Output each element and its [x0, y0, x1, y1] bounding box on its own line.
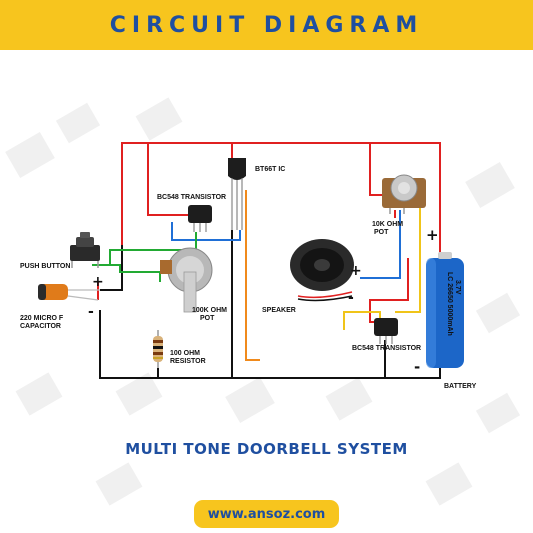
diagram-subtitle: MULTI TONE DOORBELL SYSTEM: [125, 440, 408, 458]
speaker-component: [290, 239, 354, 291]
speaker-label: SPEAKER: [262, 307, 296, 314]
pot-100k-component: [160, 247, 213, 313]
pot-10k-label-1: 10K OHM: [372, 221, 403, 228]
battery-component: LC 26650 5000mAh 3.7V: [426, 252, 464, 368]
speaker-minus-sign: -: [348, 290, 354, 306]
ic-component: [228, 158, 246, 230]
battery-plus-sign: +: [426, 226, 439, 244]
capacitor-label-2: CAPACITOR: [20, 323, 61, 330]
speaker-plus-sign: +: [350, 263, 362, 279]
cap-minus-sign: -: [88, 304, 94, 320]
pot-10k-component: [382, 174, 426, 214]
capacitor-label-1: 220 MICRO F: [20, 315, 64, 322]
page-title: CIRCUIT DIAGRAM: [109, 12, 424, 38]
battery-label: BATTERY: [444, 383, 477, 390]
red-wires: [97, 142, 441, 323]
transistor-top-label: BC548 TRANSISTOR: [157, 194, 226, 201]
header-banner: CIRCUIT DIAGRAM: [0, 0, 533, 50]
resistor-label-2: RESISTOR: [170, 358, 206, 365]
transistor-bottom-label: BC548 TRANSISTOR: [352, 345, 421, 352]
capacitor-component: [38, 284, 100, 301]
battery-minus-sign: -: [414, 358, 420, 376]
pot-100k-label-1: 100K OHM: [192, 307, 227, 314]
resistor-label-1: 100 OHM: [170, 350, 200, 357]
orange-wire: [245, 190, 260, 361]
background-watermark: [5, 97, 521, 506]
battery-marking-2: 3.7V: [454, 280, 461, 295]
green-wires: [92, 232, 197, 282]
resistor-component: [153, 330, 163, 368]
ic-label: BT66T IC: [255, 166, 285, 173]
transistor-bottom-component: [374, 318, 398, 344]
black-wires: [99, 230, 441, 379]
cap-plus-sign: +: [92, 274, 104, 290]
website-link[interactable]: www.ansoz.com: [207, 506, 326, 522]
battery-marking-1: LC 26650 5000mAh: [446, 272, 453, 336]
blue-wires: [171, 210, 401, 279]
pot-10k-label-2: POT: [374, 229, 389, 236]
website-badge[interactable]: www.ansoz.com: [194, 500, 339, 528]
push-button-component: [70, 232, 100, 268]
push-button-label: PUSH BUTTON: [20, 263, 70, 270]
transistor-top-component: [188, 205, 212, 232]
pot-100k-label-2: POT: [200, 315, 215, 322]
speaker-leads: [297, 291, 353, 302]
